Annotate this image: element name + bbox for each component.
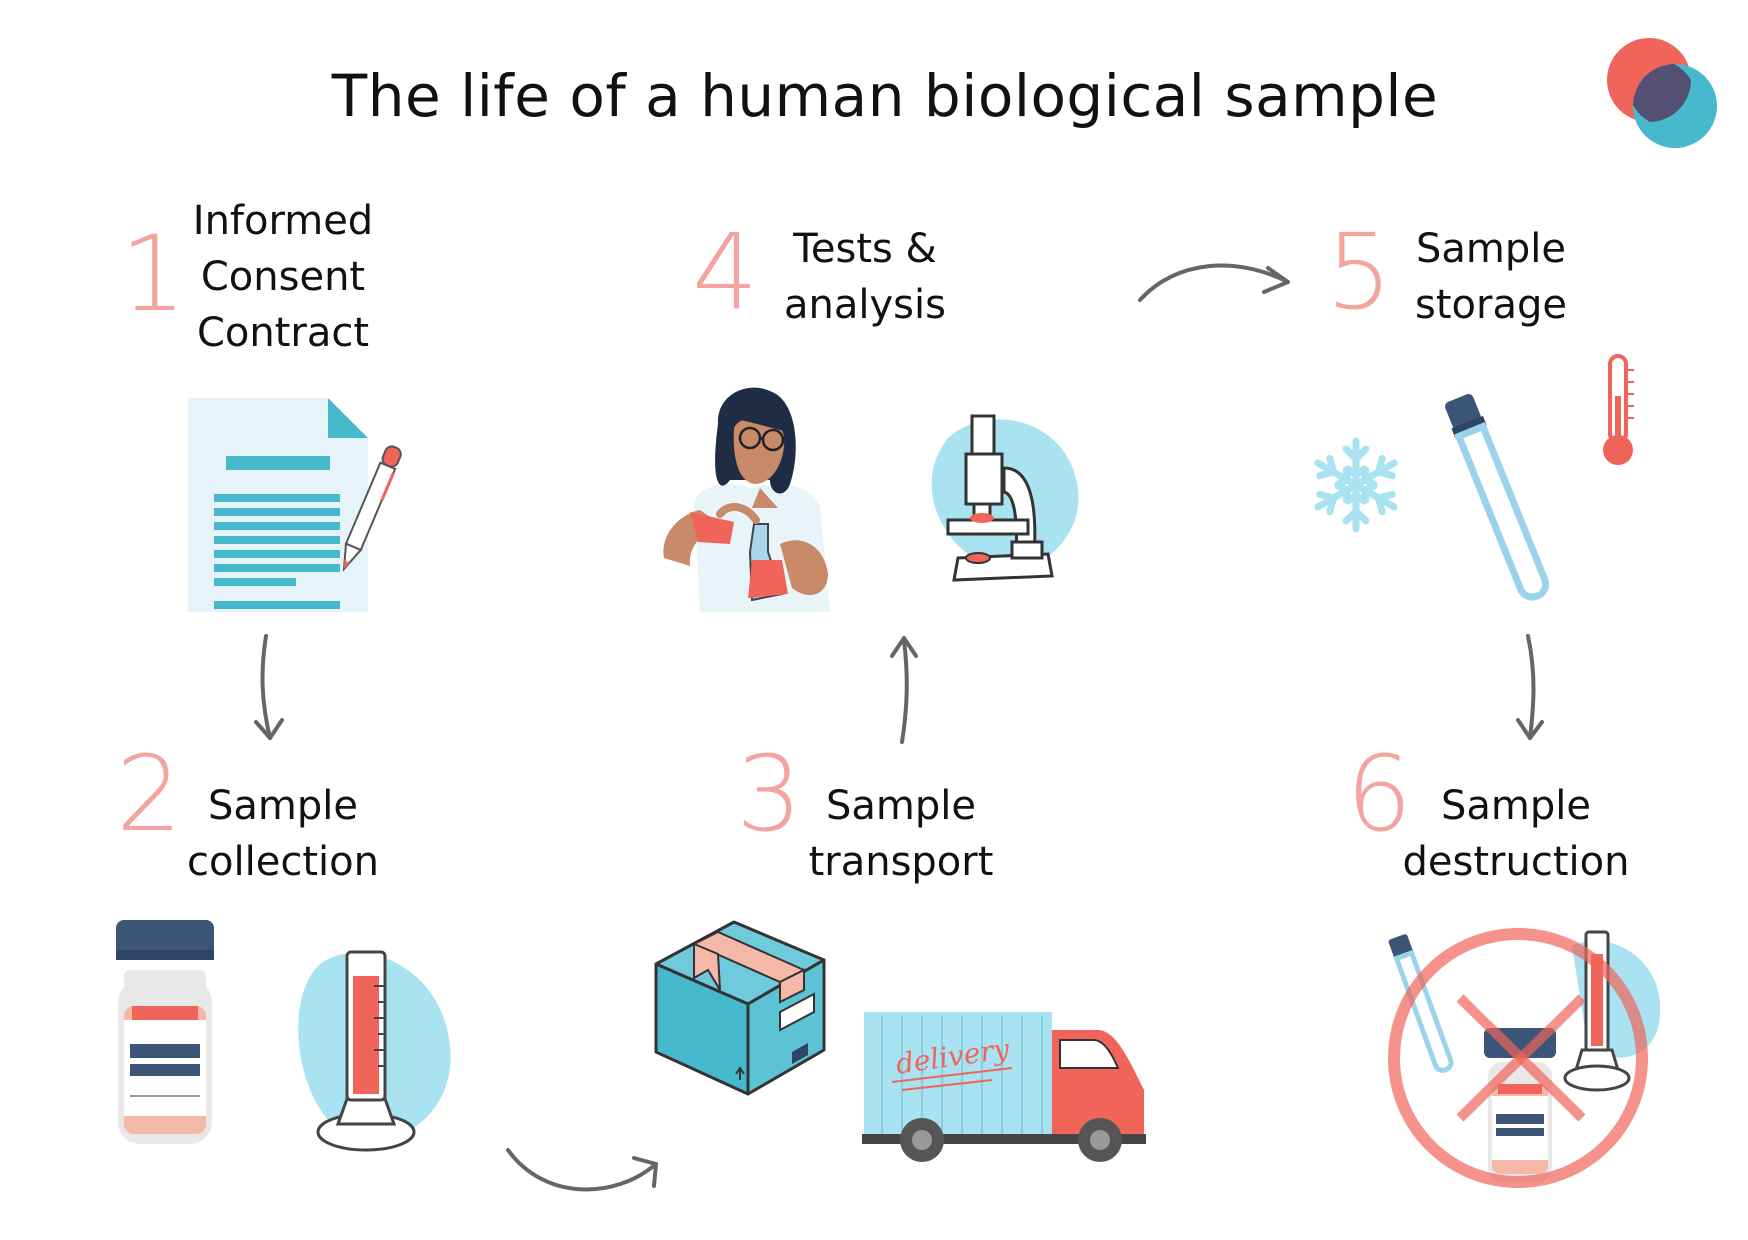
test-tube-icon <box>1445 393 1550 601</box>
logo-icon <box>1607 38 1717 148</box>
step-3-number: 3 <box>736 733 803 855</box>
step-2-number: 2 <box>116 733 183 855</box>
step-5-line-2: storage <box>1415 282 1567 328</box>
arrow-5-to-6 <box>1516 634 1544 740</box>
arrow-3-to-4 <box>890 636 918 744</box>
step-4-line-2: analysis <box>784 282 946 328</box>
step-3-label: Sample transport <box>786 778 1016 890</box>
step-2-line-2: collection <box>187 839 379 885</box>
step-4-label: Tests & analysis <box>760 221 970 333</box>
step-6-number: 6 <box>1346 733 1413 855</box>
step-2-label: Sample collection <box>168 778 398 890</box>
scientist-icon <box>663 387 830 612</box>
box-icon <box>654 920 826 1096</box>
step-6-label: Sample destruction <box>1386 778 1646 890</box>
truck-icon: delivery <box>862 1012 1146 1162</box>
step-1-line-2: Consent <box>200 254 366 300</box>
arrow-2-to-3 <box>506 1148 658 1192</box>
step-6-line-1: Sample <box>1441 783 1591 829</box>
step-1-number: 1 <box>120 213 187 335</box>
thermometer-icon <box>1603 354 1634 465</box>
graduated-cylinder-icon <box>298 950 451 1152</box>
page-title: The life of a human biological sample <box>331 62 1439 130</box>
step-5-number: 5 <box>1326 211 1393 333</box>
step-2-line-1: Sample <box>208 783 358 829</box>
step-3-line-2: transport <box>808 839 994 885</box>
snowflake-icon <box>1314 437 1398 533</box>
step-1-label: Informed Consent Contract <box>168 193 398 361</box>
step-3-line-1: Sample <box>826 783 976 829</box>
microscope-icon <box>931 414 1079 582</box>
arrow-4-to-5 <box>1138 263 1290 302</box>
step-4-number: 4 <box>692 211 759 333</box>
step-6-line-2: destruction <box>1402 839 1630 885</box>
step-5-label: Sample storage <box>1396 221 1586 333</box>
prohibited-icon <box>1388 928 1661 1188</box>
arrow-1-to-2 <box>254 634 284 740</box>
pen-icon <box>342 445 402 572</box>
document-icon <box>188 398 368 612</box>
step-5-line-1: Sample <box>1416 226 1566 272</box>
step-4-line-1: Tests & <box>793 226 937 272</box>
vial-icon <box>116 920 214 1144</box>
step-1-line-3: Contract <box>196 310 370 356</box>
step-1-line-1: Informed <box>192 198 374 244</box>
